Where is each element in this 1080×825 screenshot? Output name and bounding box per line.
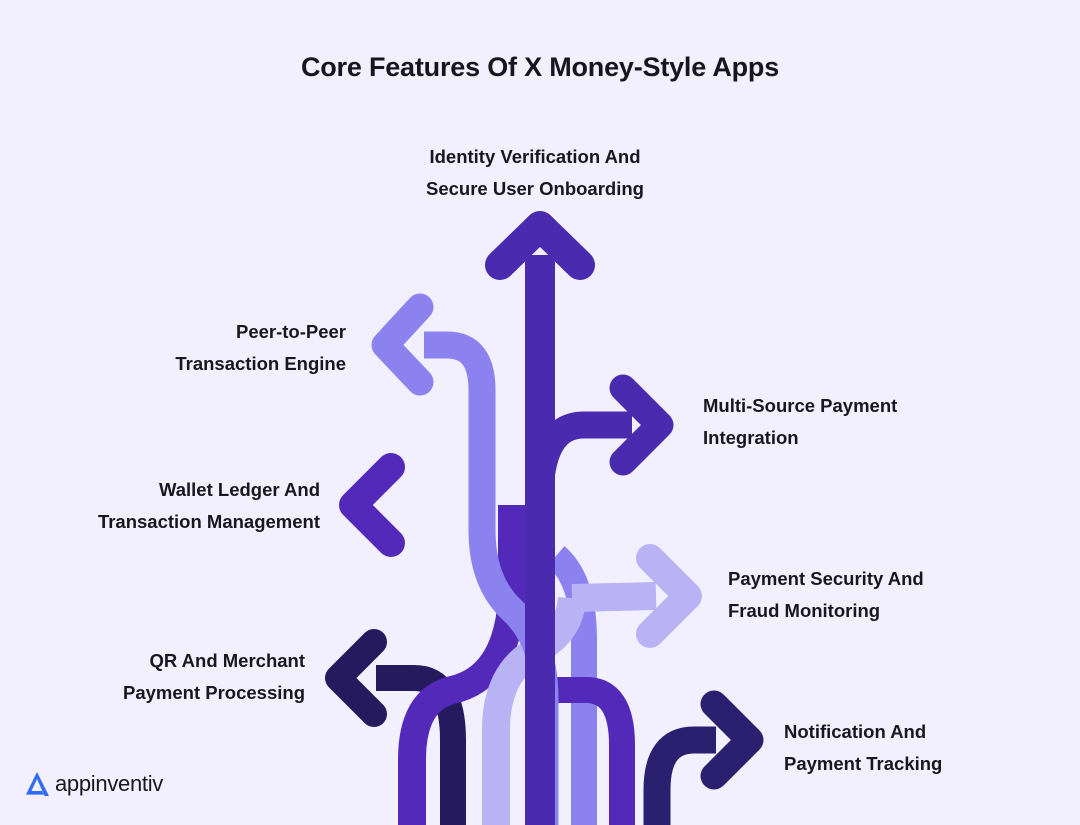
arrowhead-notification — [700, 690, 764, 790]
ribbon-wallet — [398, 505, 526, 825]
page-title: Core Features Of X Money-Style Apps — [300, 52, 780, 82]
ribbon-notification — [643, 726, 716, 825]
arrowhead-security — [636, 544, 702, 648]
branch-label-identity: Identity Verification And Secure User On… — [426, 146, 644, 199]
branch-label-payment-security: Payment Security And Fraud Monitoring — [728, 568, 924, 621]
arrowhead-multi-source — [609, 374, 674, 476]
arrowhead-peer-to-peer — [371, 293, 434, 396]
arrowhead-wallet — [339, 453, 405, 557]
appinventiv-logo-icon — [26, 772, 49, 796]
branch-label-notification: Notification And Payment Tracking — [784, 721, 943, 774]
appinventiv-logo-text: appinventiv — [55, 771, 163, 796]
arrowhead-identity — [485, 211, 595, 280]
appinventiv-logo: appinventiv — [22, 769, 163, 799]
branch-label-qr-merchant: QR And Merchant Payment Processing — [123, 650, 305, 703]
ribbon-security-link — [571, 582, 657, 612]
branch-label-wallet-ledger: Wallet Ledger And Transaction Management — [97, 479, 320, 532]
ribbon-multi-source — [526, 411, 620, 501]
arrowhead-qr — [325, 629, 387, 727]
ribbon-violet-right — [548, 677, 635, 825]
branch-label-peer-to-peer: Peer-to-Peer Transaction Engine — [175, 321, 346, 374]
branch-label-multi-source: Multi-Source Payment Integration — [703, 395, 898, 448]
